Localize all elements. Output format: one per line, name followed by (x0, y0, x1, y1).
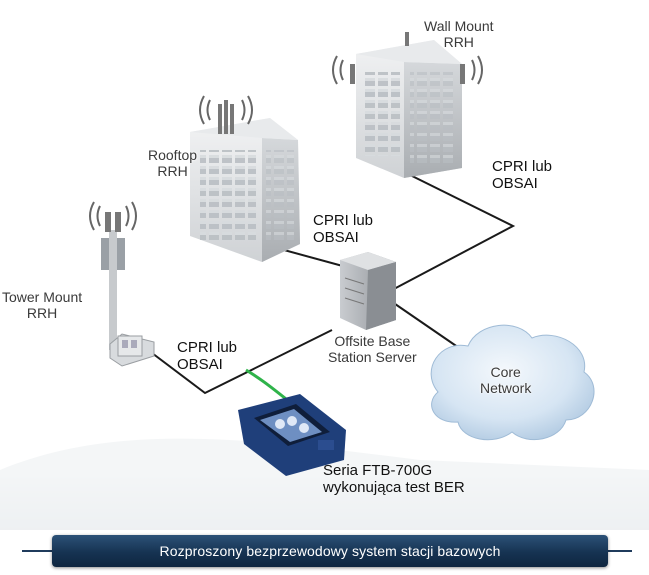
caption-rule-right (604, 550, 632, 552)
core-network-cloud (430, 324, 595, 441)
wall-mount-building (332, 32, 483, 178)
tower-mount-rrh (89, 201, 155, 367)
caption-rule-left (22, 550, 56, 552)
link-tower (147, 329, 333, 395)
ftb-device (238, 394, 346, 476)
link-wall-mount (391, 171, 516, 291)
caption-bar: Rozproszony bezprzewodowy system stacji … (52, 535, 608, 567)
caption-text: Rozproszony bezprzewodowy system stacji … (159, 543, 501, 559)
rooftop-building (190, 95, 300, 262)
offsite-server (340, 252, 396, 330)
